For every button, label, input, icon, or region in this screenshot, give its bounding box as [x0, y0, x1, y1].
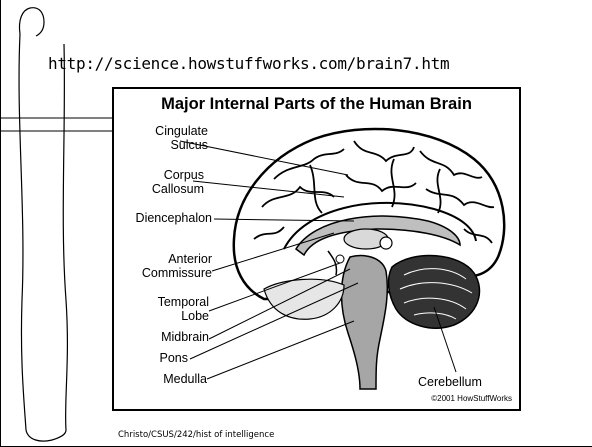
slide-footer: Christo/CSUS/242/hist of intelligence: [118, 430, 274, 440]
label-temporal-lobe: Temporal Lobe: [116, 295, 209, 323]
label-medulla: Medulla: [116, 372, 207, 386]
copyright-notice: ©2001 HowStuffWorks: [431, 394, 512, 403]
source-url[interactable]: http://science.howstuffworks.com/brain7.…: [48, 54, 449, 73]
label-midbrain: Midbrain: [116, 330, 209, 344]
leader-medulla: [207, 321, 354, 379]
label-diencephalon: Diencephalon: [116, 211, 212, 225]
brain-figure: Major Internal Parts of the Human Brain: [112, 87, 521, 411]
temporal-lobe-shape: [264, 279, 344, 319]
cerebellum-shape: [389, 256, 480, 329]
label-cerebellum: Cerebellum: [418, 375, 482, 389]
label-pons: Pons: [116, 351, 188, 365]
brainstem-shape: [342, 256, 388, 389]
label-anterior-commissure: Anterior Commissure: [116, 252, 212, 280]
label-corpus-callosum: Corpus Callosum: [116, 168, 204, 196]
label-cingulate-sulcus: Cingulate Sulcus: [116, 124, 208, 152]
